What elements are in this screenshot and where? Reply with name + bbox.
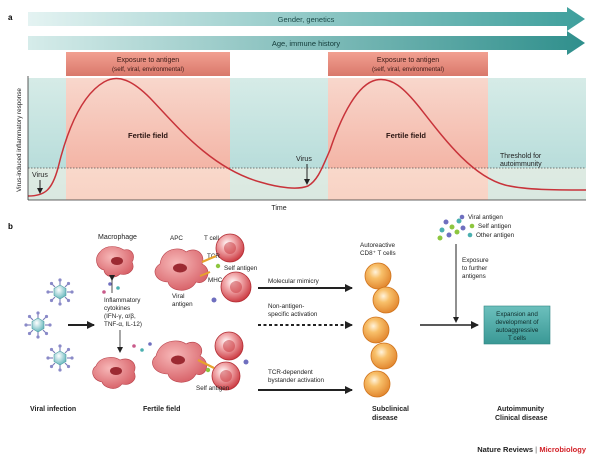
panel-b-label: b [8, 222, 13, 231]
exposure-box-1 [66, 52, 230, 76]
stage-autoimmunity-l1: Autoimmunity [497, 406, 544, 413]
autoreactive-label-l1: Autoreactive [360, 242, 395, 249]
cytokines-line-4: TNF-α, IL-12) [104, 321, 142, 328]
expansion-line-2: development of [495, 319, 538, 326]
non-specific-line-2: specific activation [268, 311, 318, 318]
virus-particle [46, 278, 74, 306]
t-cell-nucleus [223, 340, 235, 352]
t-cell-nucleus [224, 242, 236, 254]
fertile-field-label-2: Fertile field [386, 131, 426, 140]
exposure-subtitle-1: (self, viral, environmental) [112, 66, 184, 73]
mhc-molecule [199, 271, 211, 277]
virus-label-1: Virus [32, 172, 48, 179]
viral-antigen-label-l2: antigen [172, 301, 193, 308]
journal-credit: Nature Reviews | Microbiology [477, 445, 587, 454]
bystander-line-1: TCR-dependent [268, 369, 313, 376]
age-immune-history-label: Age, immune history [272, 39, 341, 48]
legend-self-antigen: Self antigen [478, 223, 512, 230]
legend-other-swatch [467, 232, 473, 238]
autoreactive-label-l2: CD8⁺ T cells [360, 250, 396, 257]
macrophage-nucleus [110, 367, 122, 375]
journal-name: Nature Reviews [477, 445, 533, 454]
legend-other-antigen: Other antigen [476, 232, 515, 239]
virus-particle [46, 344, 74, 372]
stage-autoimmunity-l2: Clinical disease [495, 415, 548, 422]
expansion-line-3: autoaggressive [496, 327, 539, 334]
tcr-receptor [201, 254, 217, 264]
stage-subclinical-l1: Subclinical [372, 406, 409, 413]
viral-antigen-label-l1: Viral [172, 293, 184, 300]
apc-label: APC [170, 235, 183, 242]
fertile-field-label-1: Fertile field [128, 131, 168, 140]
exposure-further-line-2: to further [462, 265, 487, 272]
t-cell-label: T cell [204, 235, 219, 242]
gender-genetics-arrow [28, 7, 585, 31]
self-antigen-label-lower: Self antigen [196, 385, 230, 392]
stage-fertile-field: Fertile field [143, 406, 180, 413]
bystander-line-2: bystander activation [268, 377, 325, 384]
apc-nucleus [173, 263, 187, 273]
virus-particle [24, 311, 52, 339]
exposure-box-2 [328, 52, 488, 76]
legend-viral-swatch [459, 214, 465, 220]
self-antigen-dot-lower [205, 367, 211, 373]
gender-genetics-label: Gender, genetics [278, 15, 335, 24]
legend-viral-antigen: Viral antigen [468, 214, 503, 221]
age-immune-history-arrow [28, 31, 585, 55]
exposure-further-line-3: antigens [462, 273, 486, 280]
threshold-label-line1: Threshold for [500, 153, 542, 160]
cytokines-line-2: cytokines [104, 305, 130, 312]
expansion-line-4: T cells [508, 335, 526, 342]
t-cell-nucleus [220, 370, 232, 382]
tcr-receptor-lower [197, 359, 215, 369]
macrophage-label: Macrophage [98, 234, 137, 241]
exposure-title-1: Exposure to antigen [117, 57, 179, 64]
cytokine-dots [102, 282, 152, 352]
self-antigen-label-upper: Self antigen [224, 265, 258, 272]
viral-antigen-dot [211, 297, 217, 303]
exposure-subtitle-2: (self, viral, environmental) [372, 66, 444, 73]
expansion-line-1: Expansion and [496, 311, 538, 318]
viral-antigen-dot-lower [243, 359, 249, 365]
journal-separator: | [533, 445, 539, 454]
stage-viral-infection: Viral infection [30, 406, 76, 413]
exposure-further-line-1: Exposure [462, 257, 489, 264]
cytokines-line-3: (IFN-γ, α/β, [104, 313, 136, 320]
molecular-mimicry-label: Molecular mimicry [268, 278, 320, 285]
x-axis-label: Time [271, 205, 286, 212]
virus-label-2: Virus [296, 156, 312, 163]
legend-self-swatch [469, 223, 475, 229]
journal-section: Microbiology [539, 445, 586, 454]
self-antigen-dot [215, 263, 221, 269]
macrophage-nucleus [111, 257, 123, 265]
threshold-label-line2: autoimmunity [500, 161, 542, 168]
antigen-cluster [437, 218, 466, 241]
mhc-label: MHC [208, 277, 223, 284]
stage-subclinical-l2: disease [372, 415, 398, 422]
panel-a-label: a [8, 13, 13, 22]
expansion-box [483, 305, 551, 345]
cd8-t-cell-cluster [362, 262, 400, 398]
cytokines-line-1: Inflammatory [104, 297, 141, 304]
exposure-title-2: Exposure to antigen [377, 57, 439, 64]
y-axis-label: Virus-induced inflammatory response [16, 88, 23, 192]
non-specific-line-1: Non-antigen- [268, 303, 304, 310]
response-curve [27, 77, 587, 197]
apc-nucleus-lower [171, 355, 185, 365]
t-cell-nucleus [230, 281, 242, 293]
